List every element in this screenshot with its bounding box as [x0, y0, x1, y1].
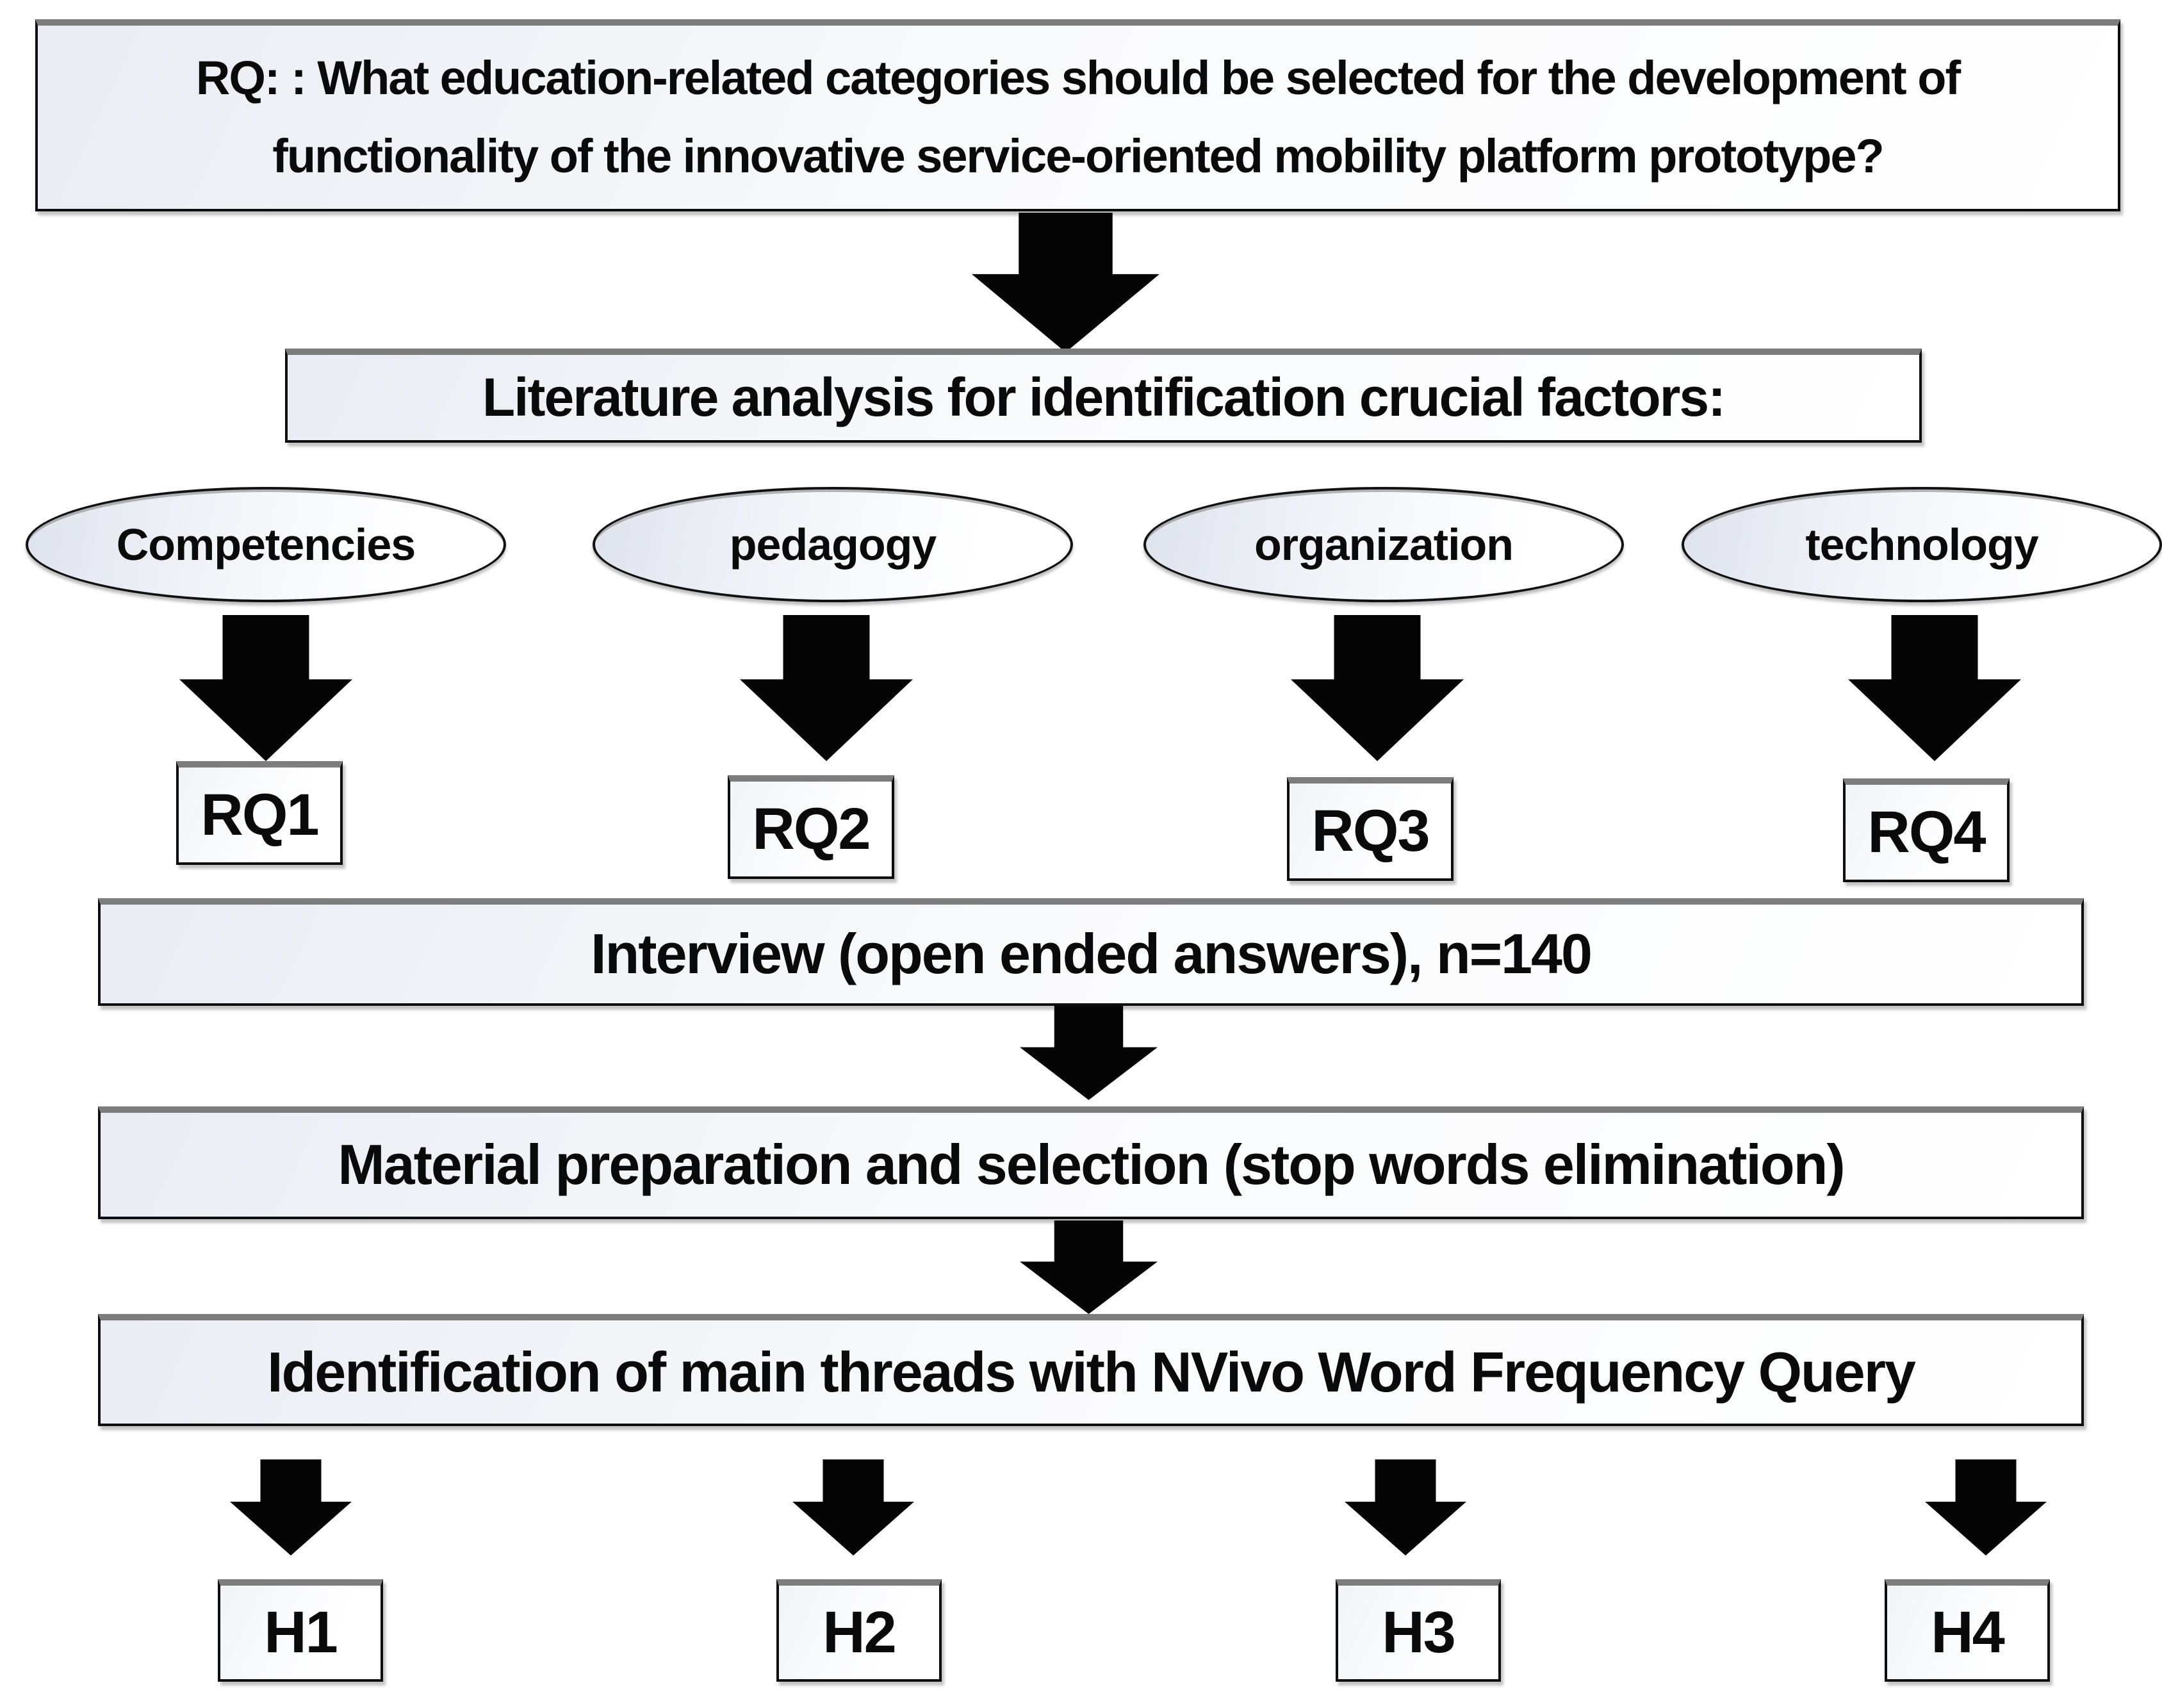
rq4-box: RQ4	[1843, 778, 2010, 882]
h1-box: H1	[218, 1579, 383, 1682]
interview-bar: Interview (open ended answers), n=140	[98, 898, 2084, 1006]
factor-label: Competencies	[116, 520, 416, 570]
factor-ellipse-organization: organization	[1143, 487, 1624, 602]
rq-label: RQ2	[752, 796, 871, 862]
down-arrow-icon	[1345, 1459, 1466, 1556]
factor-label: technology	[1805, 520, 2038, 570]
h-label: H3	[1382, 1599, 1456, 1665]
down-arrow-icon	[1291, 615, 1464, 761]
material-preparation-bar: Material preparation and selection (stop…	[98, 1106, 2084, 1219]
factor-ellipse-pedagogy: pedagogy	[593, 487, 1073, 602]
down-arrow-icon	[230, 1459, 352, 1556]
down-arrow-icon	[179, 615, 352, 761]
down-arrow-icon	[972, 213, 1159, 352]
down-arrow-icon	[740, 615, 913, 761]
rq-label: RQ3	[1311, 798, 1430, 864]
h2-box: H2	[776, 1579, 942, 1682]
h4-box: H4	[1885, 1579, 2050, 1682]
factor-label: organization	[1254, 520, 1514, 570]
material-preparation-text: Material preparation and selection (stop…	[338, 1133, 1845, 1196]
rq3-box: RQ3	[1287, 777, 1454, 881]
factor-label: pedagogy	[729, 520, 937, 570]
down-arrow-icon	[1848, 615, 2021, 761]
rq2-box: RQ2	[728, 775, 894, 879]
rq1-box: RQ1	[176, 761, 343, 865]
research-question-text: RQ: : What education-related categories …	[195, 51, 1961, 183]
down-arrow-icon	[1925, 1459, 2047, 1556]
interview-text: Interview (open ended answers), n=140	[591, 922, 1593, 985]
h3-box: H3	[1336, 1579, 1501, 1682]
factor-ellipse-technology: technology	[1682, 487, 2162, 602]
literature-analysis-text: Literature analysis for identification c…	[482, 367, 1726, 427]
down-arrow-icon	[1020, 1220, 1158, 1314]
rq-label: RQ4	[1867, 799, 1986, 865]
down-arrow-icon	[792, 1459, 914, 1556]
down-arrow-icon	[1020, 1006, 1158, 1100]
factor-ellipse-competencies: Competencies	[26, 487, 506, 602]
research-question-box: RQ: : What education-related categories …	[35, 19, 2120, 211]
identification-text: Identification of main threads with NViv…	[267, 1340, 1916, 1404]
h-label: H2	[823, 1599, 897, 1665]
literature-analysis-bar: Literature analysis for identification c…	[285, 349, 1922, 443]
rq-label: RQ1	[201, 782, 319, 848]
identification-bar: Identification of main threads with NViv…	[98, 1314, 2084, 1426]
h-label: H4	[1931, 1599, 2005, 1665]
h-label: H1	[264, 1599, 338, 1665]
